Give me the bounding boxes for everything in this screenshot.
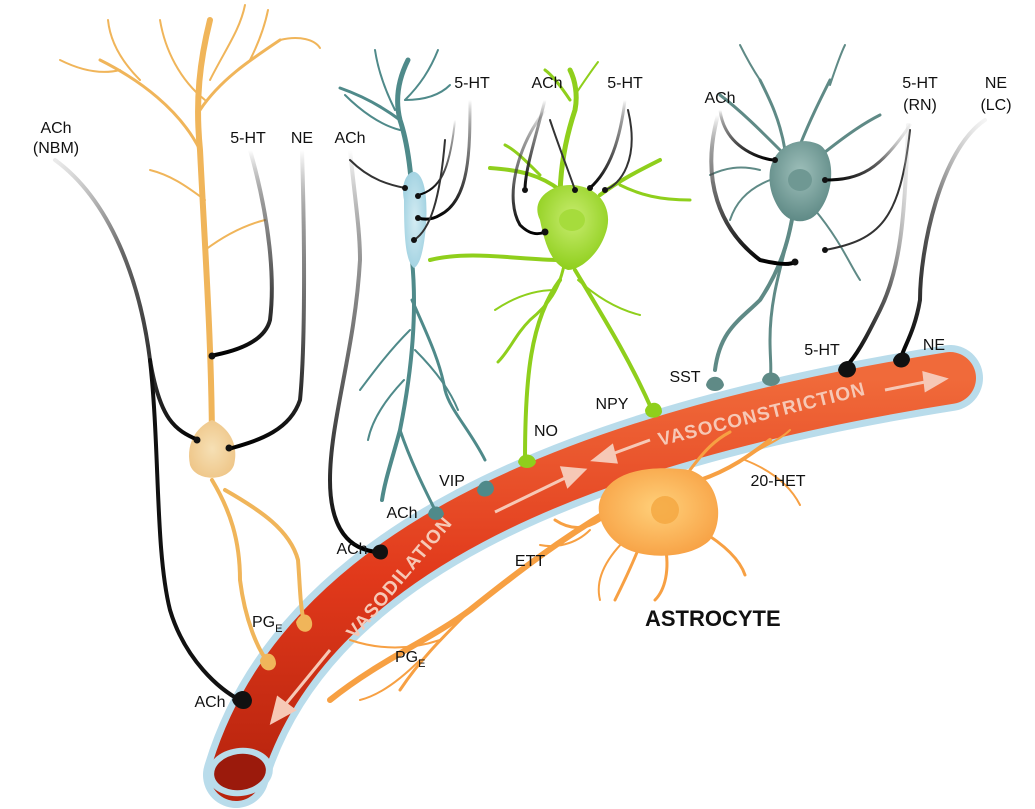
ach-terminal-bottom: [232, 691, 252, 709]
sst-terminal-b: [762, 372, 780, 386]
label-5ht-rn: 5-HT: [902, 75, 938, 92]
blood-vessel: [203, 345, 983, 808]
astrocyte-nucleus: [651, 496, 679, 524]
ht-terminal-vessel: [838, 361, 856, 378]
label-20-het: 20-HET: [750, 473, 805, 490]
vip-interneuron: [338, 49, 487, 512]
astrocyte: [327, 429, 801, 703]
label-5ht-npy: 5-HT: [607, 75, 643, 92]
npy-nucleus: [559, 209, 585, 231]
label-npy: NPY: [596, 396, 629, 413]
label-vip: VIP: [439, 473, 465, 490]
label-ne-pyramidal: NE: [291, 130, 313, 147]
vip-terminal: [477, 480, 494, 497]
label-ach-nbm: ACh: [40, 120, 71, 137]
sst-interneuron: [709, 44, 882, 382]
label-nbm: (NBM): [33, 140, 79, 157]
label-ach-sst: ACh: [704, 90, 735, 107]
label-pge-lower: PGE: [395, 649, 425, 670]
label-ett: ETT: [515, 553, 545, 570]
sst-nucleus: [788, 169, 812, 191]
vessel-lumen: [214, 753, 266, 791]
label-ach-vessel: ACh: [336, 541, 367, 558]
pyramidal-soma: [189, 420, 236, 478]
label-ne-lc: NE: [985, 75, 1007, 92]
vasodilation-arrow: [269, 466, 588, 725]
ach-terminal-vessel: [372, 544, 388, 560]
pyramidal-terminal-lower: [260, 653, 276, 671]
npy-terminal: [645, 402, 662, 418]
pyramidal-terminal-upper: [296, 614, 313, 632]
label-5ht-vip: 5-HT: [454, 75, 490, 92]
label-5ht-terminal: 5-HT: [804, 342, 840, 359]
label-astrocyte: ASTROCYTE: [645, 606, 781, 631]
vip-ach-terminal: [428, 506, 444, 520]
no-terminal: [518, 454, 536, 468]
label-no: NO: [534, 423, 558, 440]
fiber-terminals: [193, 157, 910, 709]
label-5ht-pyramidal: 5-HT: [230, 130, 266, 147]
label-ach-vip-terminal: ACh: [386, 505, 417, 522]
npy-interneuron: [428, 61, 692, 462]
vasoconstriction-arrow: [590, 370, 949, 464]
pyramidal-neuron: [59, 4, 321, 664]
ne-terminal-vessel: [893, 352, 910, 368]
label-rn: (RN): [903, 97, 937, 114]
label-ach-vip: ACh: [334, 130, 365, 147]
label-ne-terminal: NE: [923, 337, 945, 354]
label-ach-npy: ACh: [531, 75, 562, 92]
sst-terminal-a: [706, 376, 724, 391]
label-lc: (LC): [980, 97, 1011, 114]
label-pge-upper: PGE: [252, 614, 282, 635]
label-sst: SST: [669, 369, 700, 386]
label-ach-bottom: ACh: [194, 694, 225, 711]
modulatory-fibers: [53, 98, 987, 702]
